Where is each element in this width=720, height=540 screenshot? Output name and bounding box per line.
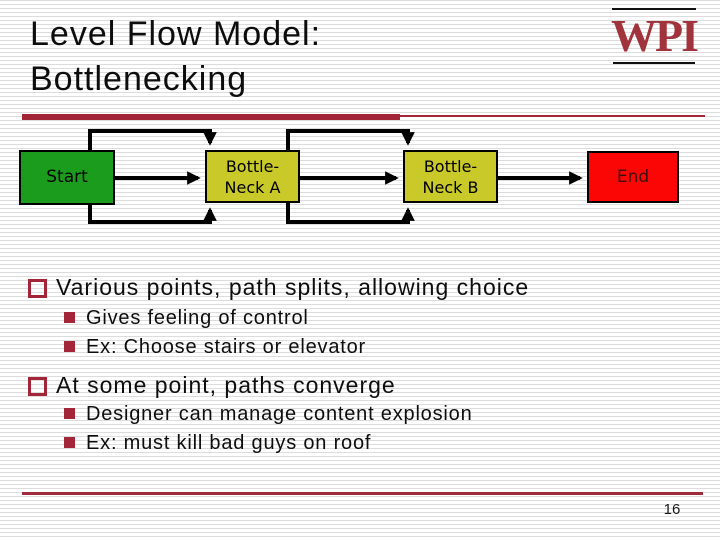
logo-text: WPI: [611, 10, 699, 61]
flow-node-bottleneck-a-label-line2: Neck A: [224, 177, 281, 197]
footer-rule: [22, 492, 703, 495]
flow-node-bottleneck-a-label-line1: Bottle-: [225, 156, 280, 176]
arrow-start-a-upper-loop: [88, 129, 217, 150]
title-underline-thick: [22, 114, 400, 120]
bullet-item-text: Gives feeling of control: [86, 307, 309, 329]
bullet-heading-1-text: Various points, path splits, allowing ch…: [56, 274, 530, 300]
flow-node-bottleneck-a: Bottle- Neck A: [205, 150, 300, 203]
filled-square-bullet-icon: [64, 312, 75, 323]
flow-node-bottleneck-b: Bottle- Neck B: [403, 150, 498, 203]
bullet-item: Designer can manage content explosion: [64, 402, 473, 426]
filled-square-bullet-icon: [64, 437, 75, 448]
flow-node-bottleneck-b-label-line2: Neck B: [422, 177, 479, 197]
bullet-heading-2-text: At some point, paths converge: [56, 372, 396, 398]
bullet-heading-2: At some point, paths converge: [28, 372, 396, 399]
page-number: 16: [663, 501, 681, 518]
flow-node-end: End: [587, 151, 679, 203]
arrow-start-a-lower-loop: [88, 205, 217, 224]
hollow-square-bullet-icon: [28, 279, 47, 298]
flow-node-end-label: End: [616, 166, 650, 187]
bullet-item-text: Ex: must kill bad guys on roof: [86, 432, 372, 454]
bullet-item: Ex: Choose stairs or elevator: [64, 335, 366, 359]
bullet-item: Ex: must kill bad guys on roof: [64, 431, 371, 455]
bullet-item: Gives feeling of control: [64, 306, 309, 330]
arrow-a-b-upper-loop: [286, 129, 415, 150]
flow-node-start-label: Start: [46, 167, 88, 187]
page-title: Level Flow Model: Bottlenecking: [30, 15, 322, 98]
flow-node-start: Start: [19, 150, 115, 205]
logo-bottom-rule: [613, 62, 695, 64]
hollow-square-bullet-icon: [28, 377, 47, 396]
wpi-logo: WPI: [604, 8, 704, 64]
title-underline-thin: [400, 115, 705, 117]
bullet-item-text: Designer can manage content explosion: [86, 403, 473, 425]
flow-node-bottleneck-b-label-line1: Bottle-: [423, 156, 478, 176]
filled-square-bullet-icon: [64, 408, 75, 419]
filled-square-bullet-icon: [64, 341, 75, 352]
bullet-heading-1: Various points, path splits, allowing ch…: [28, 274, 529, 301]
logo-top-rule: [612, 8, 696, 10]
bullet-item-text: Ex: Choose stairs or elevator: [86, 336, 366, 358]
arrow-a-b-lower-loop: [286, 203, 415, 224]
